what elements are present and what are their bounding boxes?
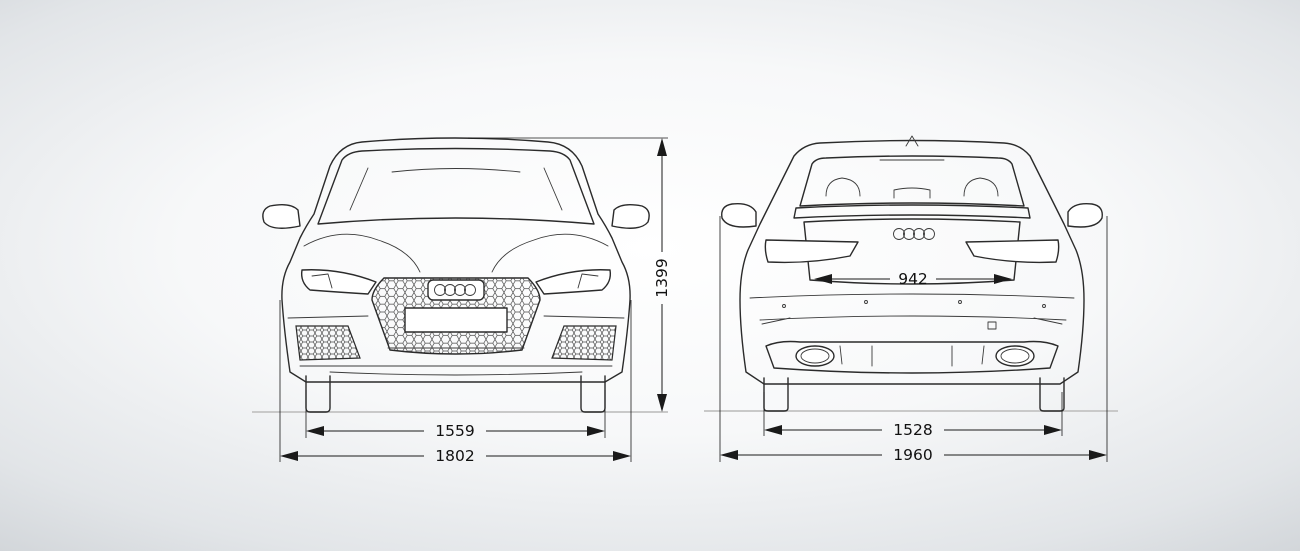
- rear-bumper-lines: [749, 293, 1075, 325]
- front-track-dimension: [305, 390, 606, 438]
- diffuser-fins: [839, 345, 985, 367]
- rear-diffuser: [765, 340, 1059, 374]
- roof-antenna: [879, 135, 945, 161]
- rear-left-taillight: [764, 239, 859, 264]
- front-track-label: 1559: [435, 422, 474, 440]
- trunk-lid: [803, 218, 1021, 285]
- front-body-outline: [281, 137, 631, 383]
- tow-hook-cover: [987, 321, 997, 330]
- rear-width-label: 1960: [893, 446, 932, 464]
- trunk-opening-dimension: [814, 274, 1012, 284]
- height-dimension: [468, 137, 668, 412]
- rear-window: [799, 155, 1025, 207]
- front-width-label: 1802: [435, 447, 474, 465]
- trunk-spoiler-edge: [793, 204, 1031, 219]
- rear-right-tire: [1039, 377, 1065, 412]
- rear-body-outline: [739, 139, 1085, 385]
- front-license-plate: [404, 307, 508, 333]
- front-rings-icon: [434, 284, 476, 296]
- front-width-dimension: [279, 300, 632, 462]
- hood-creases: [303, 233, 609, 273]
- bumper-sensors: [782, 300, 1046, 308]
- bumper-lines: [287, 315, 625, 376]
- rear-left-mirror: [721, 202, 757, 228]
- rear-track-label: 1528: [893, 421, 932, 439]
- front-view-car: [262, 137, 650, 413]
- rear-view-car: [721, 135, 1103, 412]
- trunk-opening-label: 942: [898, 270, 928, 288]
- windshield-reflection: [349, 167, 563, 211]
- rear-rings-icon: [893, 228, 935, 240]
- front-right-headlight: [535, 269, 612, 295]
- front-right-mirror: [611, 203, 650, 229]
- rear-right-taillight: [965, 239, 1060, 264]
- headlight-details: [311, 273, 599, 289]
- front-left-intake: [295, 325, 361, 361]
- front-right-intake: [551, 325, 617, 361]
- height-label: 1399: [653, 258, 671, 297]
- front-windshield: [317, 147, 595, 225]
- rear-track-dimension: [763, 392, 1063, 436]
- rear-headrests: [825, 177, 999, 199]
- rear-left-tire: [763, 377, 789, 412]
- rear-width-dimension: [719, 216, 1108, 462]
- front-left-headlight: [300, 269, 377, 295]
- front-left-mirror: [262, 203, 301, 229]
- rear-right-mirror: [1067, 202, 1103, 228]
